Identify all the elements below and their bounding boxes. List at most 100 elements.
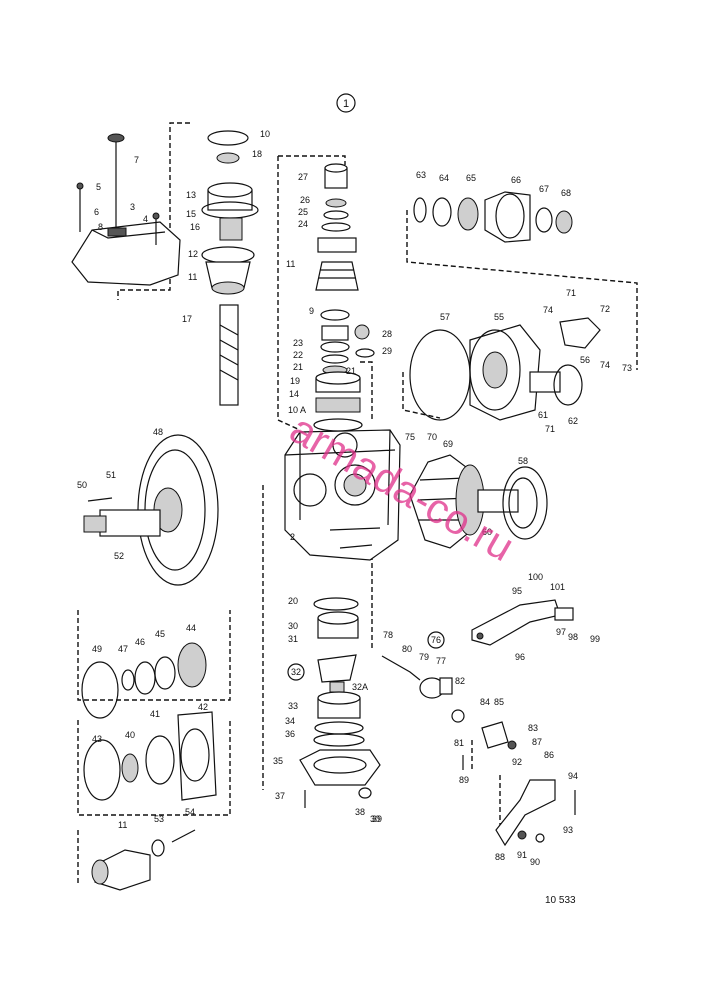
part-label-101: 101: [550, 582, 565, 592]
part-label-10: 10: [260, 129, 270, 139]
input-flange-assembly: [413, 191, 573, 243]
part-label-2: 2: [290, 532, 295, 542]
part-label-27: 27: [298, 172, 308, 182]
subassembly-ref-32: 32: [291, 667, 301, 677]
part-label-4: 4: [143, 214, 148, 224]
part-label-9: 9: [309, 306, 314, 316]
lower-pinion-stack: [299, 597, 381, 808]
part-label-32a: 32A: [352, 682, 368, 692]
part-label-11: 11: [188, 272, 197, 282]
part-label-72: 72: [600, 304, 610, 314]
subassembly-refs: 32 76: [287, 631, 445, 681]
part-label-62: 62: [568, 416, 578, 426]
part-label-51: 51: [106, 470, 116, 480]
part-label-83: 83: [528, 723, 538, 733]
part-label-6: 6: [94, 207, 99, 217]
part-label-43: 43: [92, 734, 102, 744]
part-label-25: 25: [298, 207, 308, 217]
part-label-37: 37: [275, 791, 285, 801]
part-label-41: 41: [150, 709, 160, 719]
part-label-67: 67: [539, 184, 549, 194]
part-label-86: 86: [544, 750, 554, 760]
figure-ref-marker: 1: [336, 93, 356, 113]
part-label-3: 3: [130, 202, 135, 212]
subassembly-ref-76: 76: [431, 635, 441, 645]
part-label-54: 54: [185, 807, 195, 817]
part-label-28: 28: [382, 329, 392, 339]
central-shaft-stack: [313, 163, 375, 432]
part-label-40: 40: [125, 730, 135, 740]
part-label-44: 44: [186, 623, 196, 633]
part-label-47: 47: [118, 644, 128, 654]
part-label-57: 57: [440, 312, 450, 322]
part-label-30: 30: [288, 621, 298, 631]
part-label-75: 75: [405, 432, 415, 442]
part-label-71-repeat: 71: [545, 424, 555, 434]
part-label-82: 82: [455, 676, 465, 686]
part-label-18: 18: [252, 149, 262, 159]
part-label-34: 34: [285, 716, 295, 726]
part-label-31: 31: [288, 634, 298, 644]
part-label-50: 50: [77, 480, 87, 490]
part-label-13: 13: [186, 190, 196, 200]
lever-bracket: [471, 599, 574, 646]
part-label-100: 100: [528, 572, 543, 582]
part-label-98: 98: [568, 632, 578, 642]
part-label-74: 74: [543, 305, 553, 315]
part-label-33: 33: [288, 701, 298, 711]
part-label-39: 39: [372, 814, 382, 824]
part-label-61: 61: [538, 410, 548, 420]
part-label-97: 97: [556, 627, 566, 637]
part-label-79: 79: [419, 652, 429, 662]
part-label-69: 69: [443, 439, 453, 449]
part-label-88: 88: [495, 852, 505, 862]
top-cover-assembly: [71, 133, 181, 286]
part-label-42: 42: [198, 702, 208, 712]
part-label-48: 48: [153, 427, 163, 437]
part-label-24: 24: [298, 219, 308, 229]
part-label-58: 58: [518, 456, 528, 466]
part-label-92: 92: [512, 757, 522, 767]
part-label-91: 91: [517, 850, 527, 860]
assembly-dashed-lines: [77, 122, 638, 885]
part-label-8: 8: [98, 222, 103, 232]
part-label-7: 7: [134, 155, 139, 165]
part-label-45: 45: [155, 629, 165, 639]
right-housing-assembly: [409, 317, 601, 421]
part-label-78: 78: [383, 630, 393, 640]
part-label-23: 23: [293, 338, 303, 348]
part-label-65: 65: [466, 173, 476, 183]
part-label-20: 20: [288, 596, 298, 606]
part-label-71: 71: [566, 288, 576, 298]
part-label-21: 21: [293, 362, 303, 372]
part-label-10-a: 10 A: [288, 405, 306, 415]
part-label-94: 94: [568, 771, 578, 781]
part-label-74-repeat: 74: [600, 360, 610, 370]
sheet-number: 10 533: [545, 895, 576, 906]
part-label-21-repeat: 21: [346, 366, 356, 376]
part-label-11-repeat: 11: [286, 259, 295, 269]
part-label-70: 70: [427, 432, 437, 442]
part-label-85: 85: [494, 697, 504, 707]
upper-gear-stack: [201, 130, 259, 406]
part-label-52: 52: [114, 551, 124, 561]
part-label-68: 68: [561, 188, 571, 198]
part-label-96: 96: [515, 652, 525, 662]
part-label-19: 19: [290, 376, 300, 386]
part-label-55: 55: [494, 312, 504, 322]
main-housing: [284, 429, 401, 561]
part-label-49: 49: [92, 644, 102, 654]
part-label-11-repeat: 11: [118, 820, 127, 830]
part-label-17: 17: [182, 314, 192, 324]
part-label-36: 36: [285, 729, 295, 739]
part-label-73: 73: [622, 363, 632, 373]
part-label-81: 81: [454, 738, 464, 748]
part-label-46: 46: [135, 637, 145, 647]
part-label-66: 66: [511, 175, 521, 185]
part-label-63: 63: [416, 170, 426, 180]
part-label-80: 80: [402, 644, 412, 654]
part-label-16: 16: [190, 222, 200, 232]
part-label-15: 15: [186, 209, 196, 219]
